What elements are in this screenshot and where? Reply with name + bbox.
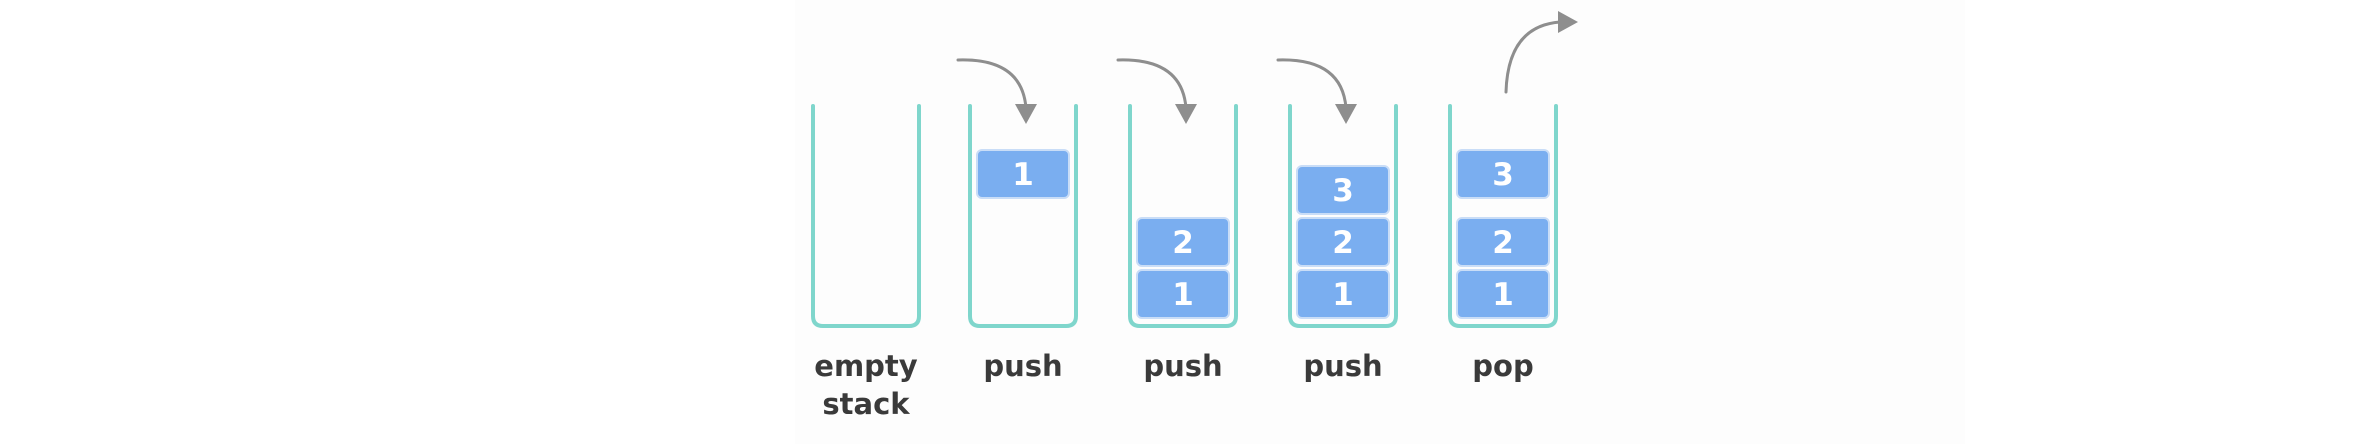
stack-container: [1448, 104, 1558, 328]
stack-item-value: 1: [1332, 277, 1354, 313]
push-arrow-icon: [1276, 58, 1357, 124]
stack-item: 2: [1136, 217, 1230, 267]
stack-label: push: [1143, 349, 1222, 383]
stack-item-value: 3: [1492, 157, 1514, 193]
stack-item-box: [1296, 165, 1390, 215]
pop-arrow-icon: [1504, 11, 1578, 94]
stack-label: pop: [1472, 349, 1533, 383]
stack-item: 2: [1296, 217, 1390, 267]
stack-container: [1288, 104, 1398, 328]
push-arrow-icon: [956, 58, 1037, 124]
stack-container: [811, 104, 921, 328]
stack-item-value: 2: [1172, 225, 1194, 261]
stack-item-value: 2: [1332, 225, 1354, 261]
stack-label: push: [983, 349, 1062, 383]
stack-2: 1 push: [956, 58, 1078, 383]
stack-item-value: 1: [1172, 277, 1194, 313]
stack-label: empty: [814, 349, 918, 383]
stack-item-box: [1296, 217, 1390, 267]
stack-3: 1 2 push: [1116, 58, 1238, 383]
stack-label: push: [1303, 349, 1382, 383]
stack-item: 1: [1136, 269, 1230, 319]
stack-1: empty stack: [811, 104, 921, 421]
stack-item: 3: [1456, 149, 1550, 199]
stack-item-value: 3: [1332, 173, 1354, 209]
stack-label: stack: [822, 387, 910, 421]
stack-5: 1 2 3 pop: [1448, 11, 1578, 383]
stack-container: [968, 104, 1078, 328]
stack-item-box: [1456, 217, 1550, 267]
stack-item: 2: [1456, 217, 1550, 267]
stack-item-value: 1: [1492, 277, 1514, 313]
stack-item: 1: [976, 149, 1070, 199]
stack-4: 1 2 3 push: [1276, 58, 1398, 383]
stack-item-box: [1296, 269, 1390, 319]
stack-item-box: [1456, 149, 1550, 199]
stack-container: [1128, 104, 1238, 328]
stack-item: 1: [1296, 269, 1390, 319]
stack-item-box: [1136, 217, 1230, 267]
stack-item-value: 1: [1012, 157, 1034, 193]
stack-item: 1: [1456, 269, 1550, 319]
stack-item: 3: [1296, 165, 1390, 215]
stack-item-box: [976, 149, 1070, 199]
push-arrow-icon: [1116, 58, 1197, 124]
stack-item-box: [1456, 269, 1550, 319]
stack-item-box: [1136, 269, 1230, 319]
stack-item-value: 2: [1492, 225, 1514, 261]
